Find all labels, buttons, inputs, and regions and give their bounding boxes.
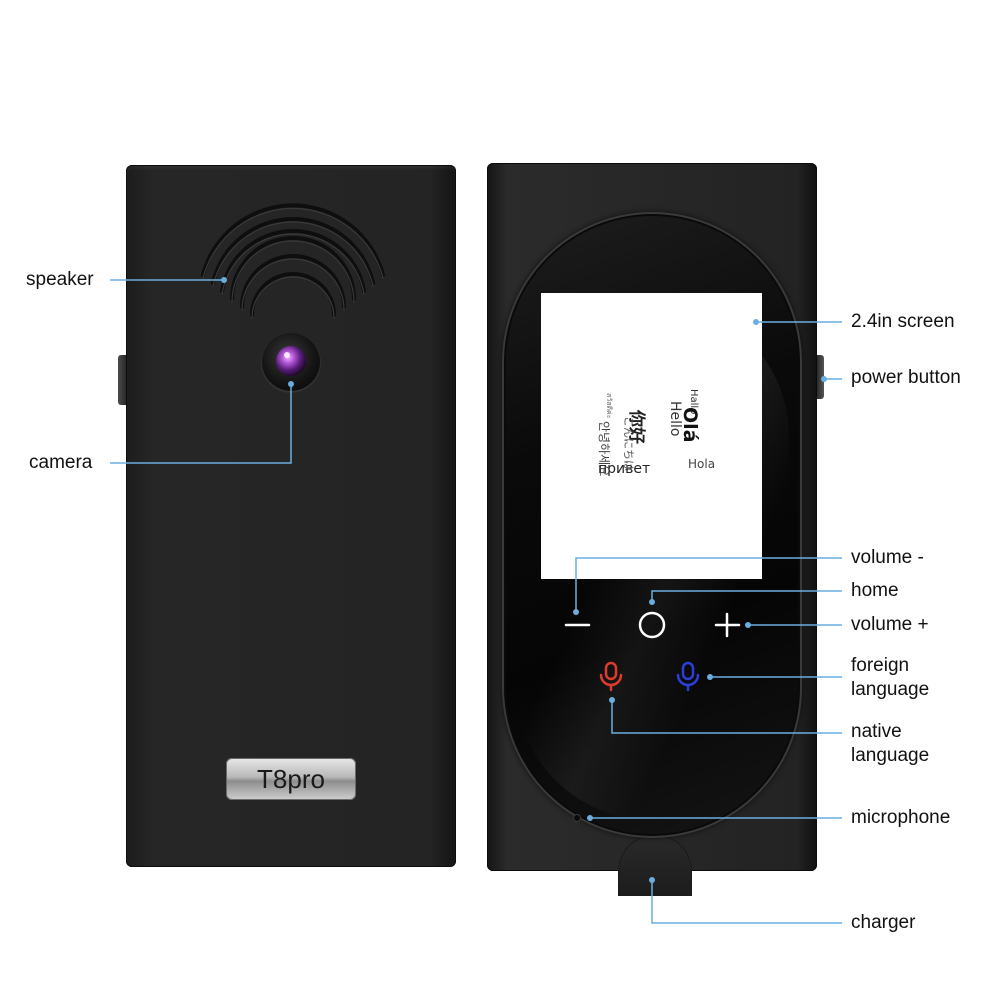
callout-line-charger: [651, 880, 842, 924]
callout-dot-camera: [288, 381, 294, 387]
label-home: home: [851, 580, 899, 601]
callout-line-home: [651, 590, 842, 602]
callout-line-volume-minus: [575, 557, 842, 612]
callout-line-camera: [110, 384, 292, 464]
callout-dot-microphone: [587, 815, 593, 821]
label-power-button: power button: [851, 367, 961, 388]
model-nameplate: [226, 758, 356, 800]
greeting-russian: привет: [598, 461, 651, 477]
label-volume-plus: volume +: [851, 614, 929, 635]
label-foreign-language-line1: foreign: [851, 655, 910, 676]
native-language-microphone-icon[interactable]: [599, 661, 623, 692]
lcd-screen[interactable]: 你好 Hallo Olá Hello Hola привет 안녕하세요 こんに…: [541, 293, 762, 579]
callout-line-native-language: [611, 700, 842, 734]
charger-port: [618, 835, 692, 896]
label-speaker: speaker: [26, 269, 94, 290]
plus-icon[interactable]: [714, 612, 741, 638]
back-side-button: [118, 355, 126, 405]
greeting-spanish: Hola: [688, 457, 716, 471]
label-native-language-line1: native: [851, 721, 902, 742]
callout-dot-native-language: [609, 697, 615, 703]
model-label: T8pro: [257, 764, 325, 794]
microphone-hole: [574, 815, 580, 821]
speaker-arc-icon: [201, 203, 385, 317]
callout-dot-speaker: [221, 277, 227, 283]
label-volume-minus: volume -: [851, 547, 924, 568]
callout-dot-volume-minus: [573, 609, 579, 615]
power-button[interactable]: [817, 355, 824, 399]
camera-lens-icon: [276, 346, 306, 376]
device-back-view: [126, 165, 456, 867]
speaker-arc-highlight: [202, 207, 384, 319]
label-camera: camera: [29, 452, 93, 473]
circle-icon[interactable]: [638, 611, 666, 639]
label-charger: charger: [851, 912, 916, 933]
label-foreign-language-line2: language: [851, 679, 930, 700]
callout-dot-charger: [649, 877, 655, 883]
label-microphone: microphone: [851, 807, 951, 828]
callout-dot-volume-plus: [745, 622, 751, 628]
callout-dot-power-button: [821, 376, 827, 382]
callout-dot-foreign-language: [707, 674, 713, 680]
label-native-language-line2: language: [851, 745, 930, 766]
callout-dot-home: [649, 599, 655, 605]
label-screen: 2.4in screen: [851, 311, 955, 332]
callout-dot-screen: [753, 319, 759, 325]
camera-glint: [284, 352, 290, 358]
foreign-language-microphone-icon[interactable]: [676, 661, 700, 692]
